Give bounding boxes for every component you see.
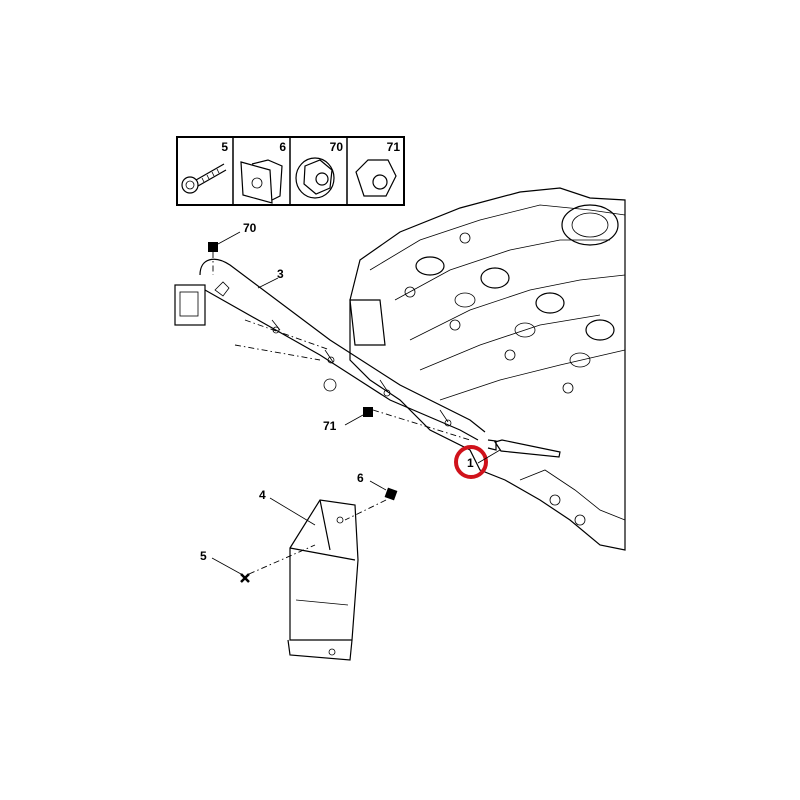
highlight-circle (454, 445, 488, 479)
glow-plug-harness (174, 258, 486, 441)
callout-1: 1 (454, 445, 501, 479)
harness-bracket (287, 499, 359, 661)
screw-icon (181, 163, 227, 194)
callout-6: 6 (344, 471, 398, 521)
callout-label-70: 70 (243, 221, 257, 235)
clip-nut-icon (240, 159, 283, 204)
callout-5: 5 (200, 544, 316, 583)
legend-ref-5: 5 (221, 140, 228, 154)
glow-plug (487, 439, 561, 458)
callout-label-1: 1 (467, 456, 474, 470)
flange-nut-icon (295, 157, 335, 199)
callout-71: 71 (323, 407, 471, 441)
callout-label-3: 3 (277, 267, 284, 281)
callout-70: 70 (208, 221, 257, 275)
legend-ref-70: 70 (330, 140, 344, 154)
engine-cylinder-head (323, 187, 626, 551)
callout-label-4: 4 (259, 488, 266, 502)
callout-label-71: 71 (323, 419, 337, 433)
callout-label-5: 5 (200, 549, 207, 563)
legend-ref-71: 71 (387, 140, 401, 154)
parts-legend: 5 6 70 71 (176, 136, 405, 206)
legend-ref-6: 6 (279, 140, 286, 154)
callout-label-6: 6 (357, 471, 364, 485)
callout-4: 4 (259, 488, 316, 526)
callout-3: 3 (257, 267, 284, 289)
hex-nut-icon (355, 159, 397, 197)
